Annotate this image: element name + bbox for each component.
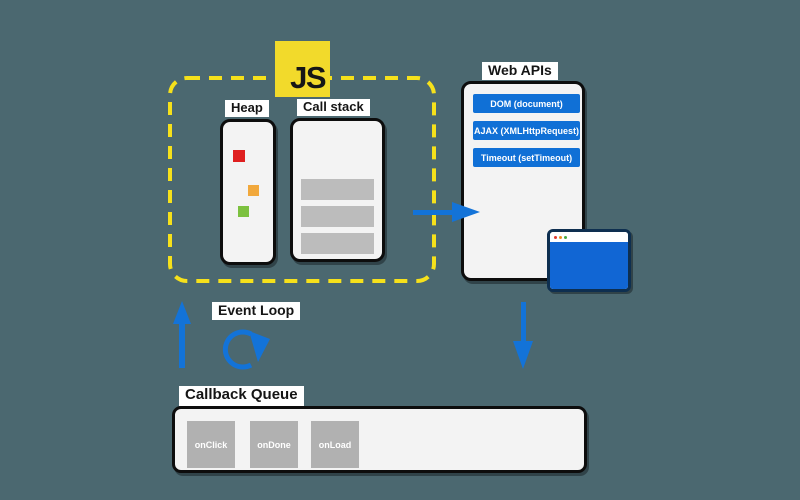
callback-queue-label: Callback Queue (179, 386, 304, 406)
web-apis-label: Web APIs (482, 62, 558, 81)
browser-page-body (550, 242, 628, 289)
callback-item-ondone: onDone (250, 421, 298, 468)
call-stack-box (290, 118, 385, 262)
web-api-item-dom: DOM (document) (473, 94, 580, 113)
js-logo: JS (275, 41, 330, 97)
callback-queue-box: onClick onDone onLoad (172, 406, 587, 473)
callstack-to-webapis-arrow (413, 210, 455, 215)
browser-dot-green-icon (564, 235, 567, 239)
webapis-to-queue-arrow (521, 302, 526, 344)
web-apis-box: DOM (document) AJAX (XMLHttpRequest) Tim… (461, 81, 585, 281)
browser-dot-red-icon (554, 235, 557, 239)
heap-object-red-icon (233, 150, 245, 162)
stack-frame (301, 233, 374, 254)
queue-to-callstack-arrowhead-icon (173, 301, 191, 324)
stack-frame (301, 179, 374, 200)
callstack-to-webapis-arrowhead-icon (452, 202, 480, 222)
event-loop-cycle-icon (222, 329, 270, 370)
web-api-item-ajax: AJAX (XMLHttpRequest) (473, 121, 580, 140)
stack-frame (301, 206, 374, 227)
browser-window-icon (547, 229, 631, 292)
callback-item-onload: onLoad (311, 421, 359, 468)
webapis-to-queue-arrowhead-icon (513, 341, 533, 369)
web-api-item-timeout: Timeout (setTimeout) (473, 148, 580, 167)
browser-titlebar (550, 232, 628, 242)
queue-to-callstack-arrow (179, 322, 185, 368)
browser-dot-orange-icon (559, 235, 562, 239)
heap-box (220, 119, 276, 265)
heap-label: Heap (225, 100, 269, 118)
heap-object-orange-icon (248, 185, 259, 196)
heap-object-green-icon (238, 206, 249, 217)
callback-item-onclick: onClick (187, 421, 235, 468)
call-stack-label: Call stack (297, 99, 370, 117)
event-loop-label: Event Loop (212, 302, 301, 321)
